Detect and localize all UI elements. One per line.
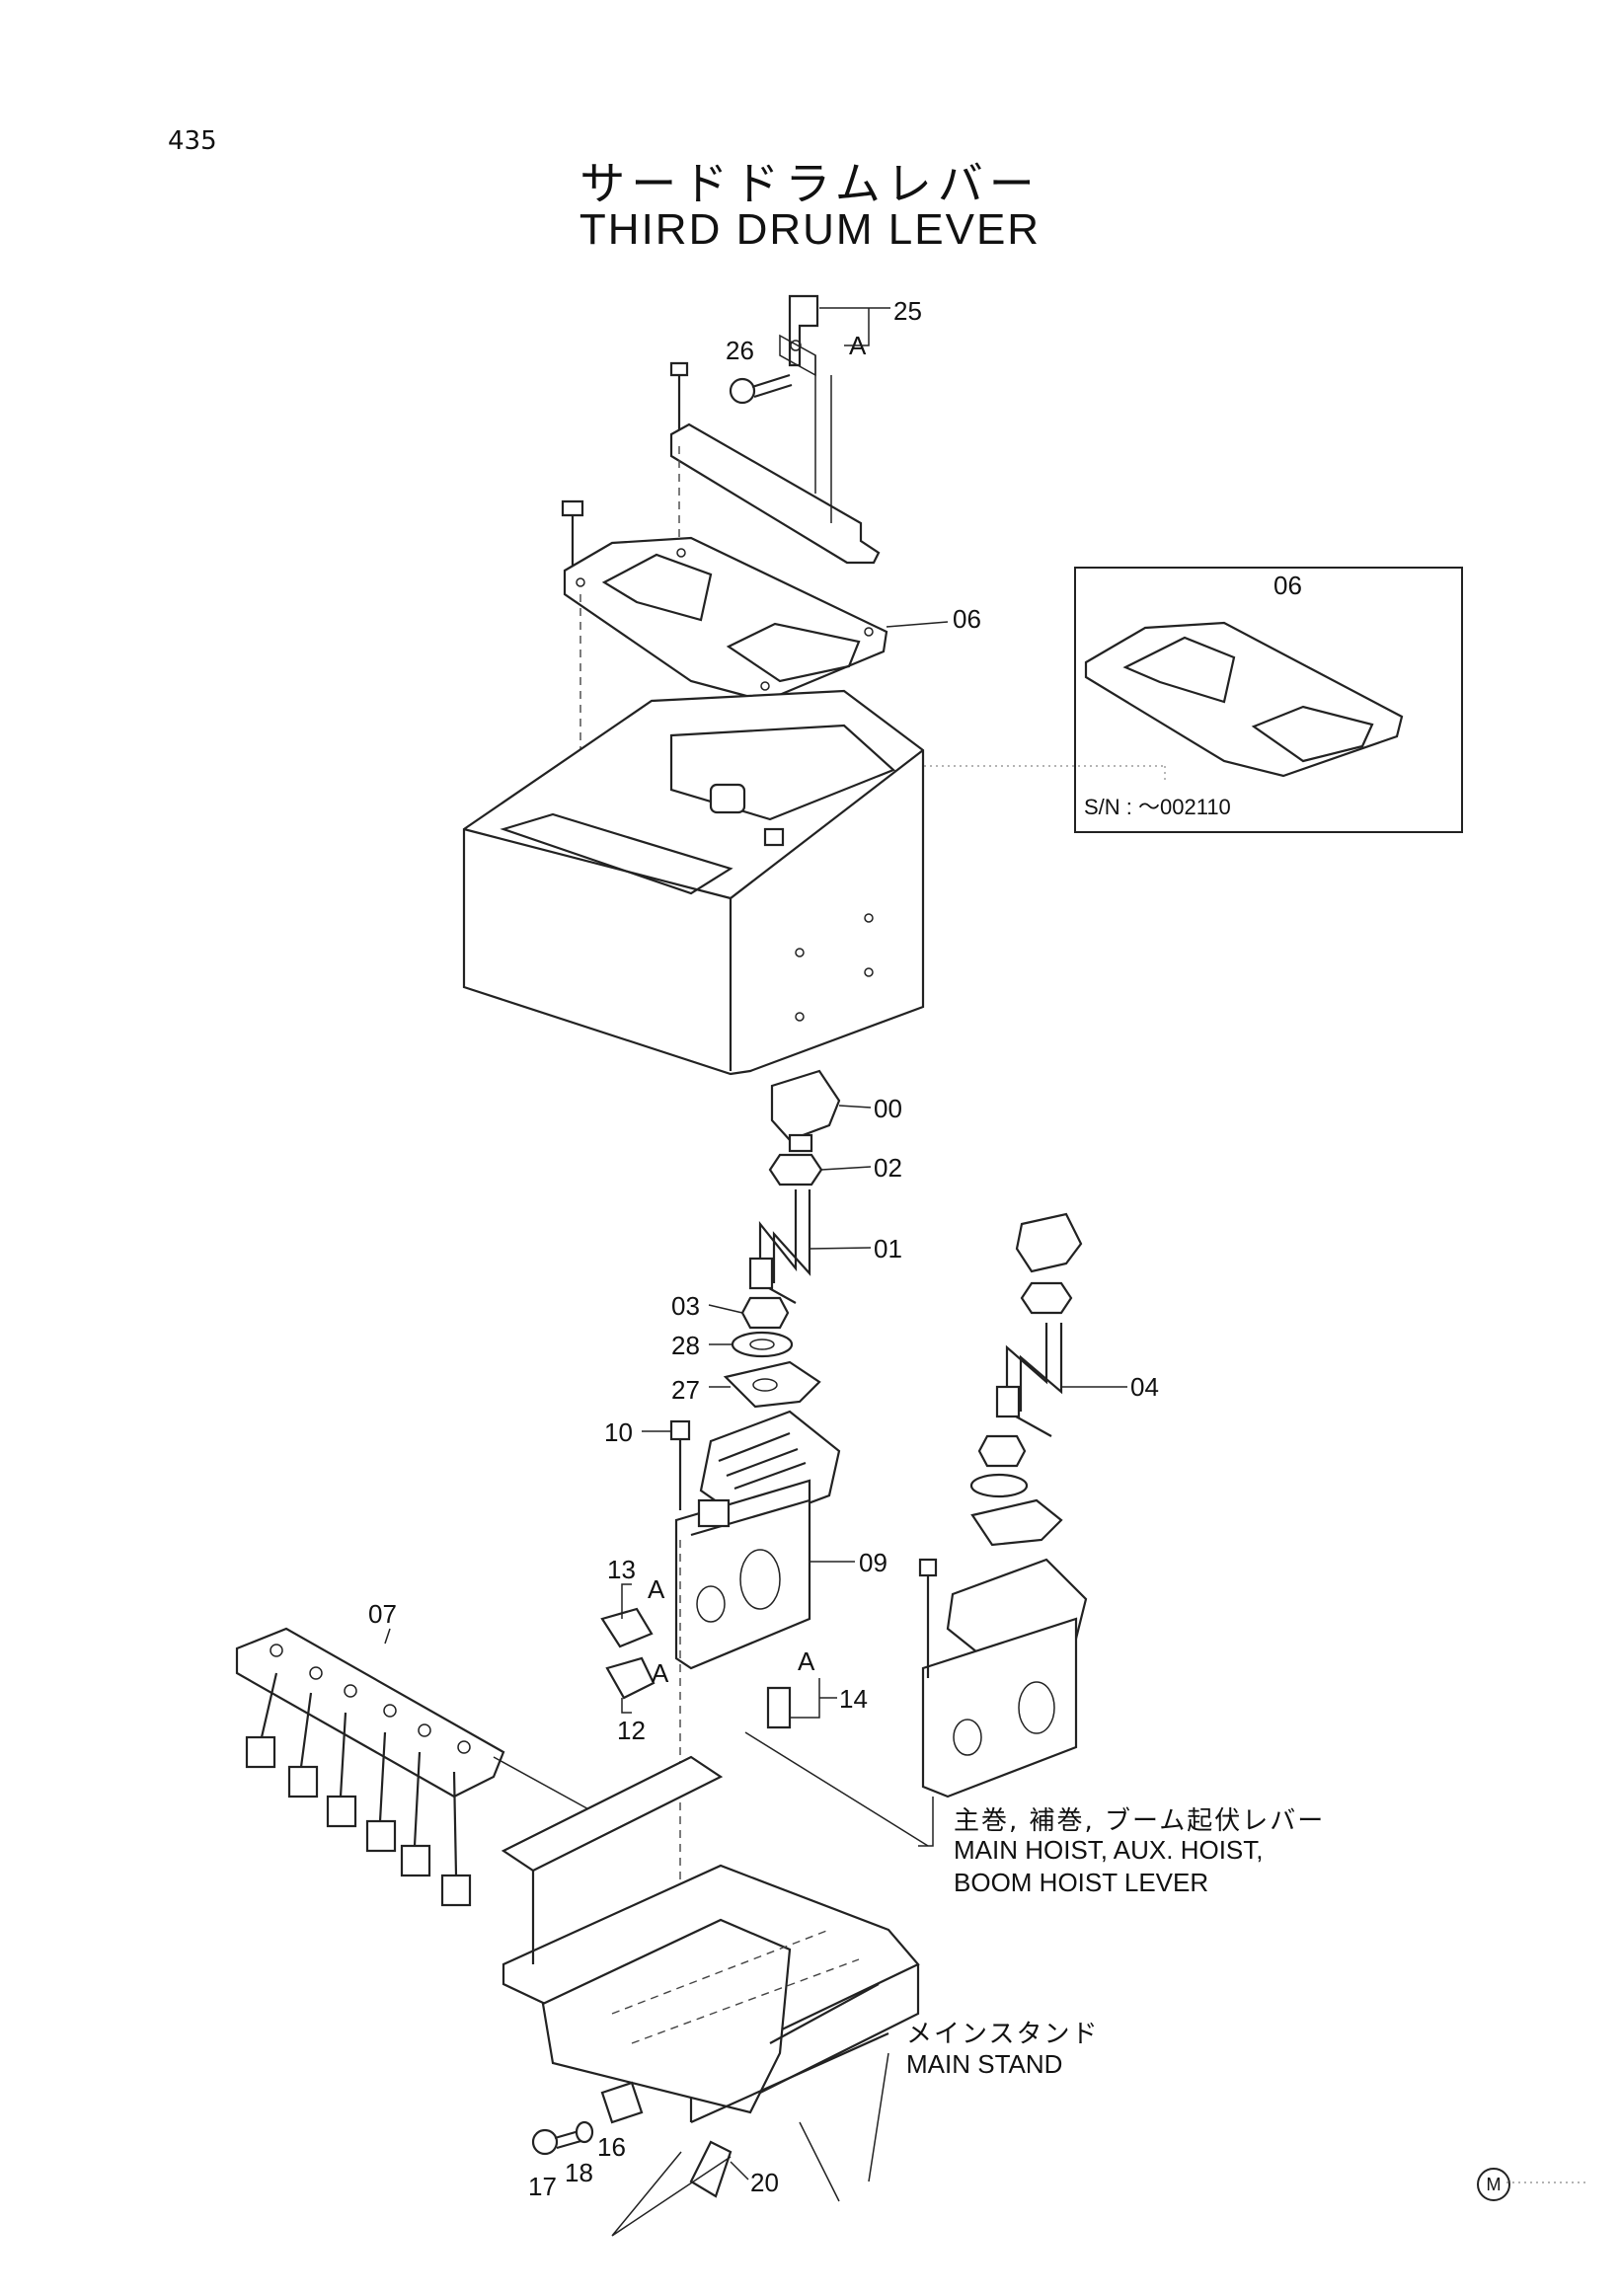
- note-stand-japanese: メインスタンド: [906, 2020, 1100, 2049]
- fitting-14: [766, 1678, 820, 1729]
- callout-28: 28: [671, 1331, 700, 1360]
- clamp-16: [600, 2081, 644, 2124]
- cover-plate-06: [563, 536, 888, 703]
- callout-17: 17: [528, 2172, 557, 2201]
- callout-06: 06: [953, 604, 981, 634]
- callout-00: 00: [874, 1094, 902, 1123]
- callout-09: 09: [859, 1548, 887, 1577]
- knob-00: [770, 1069, 841, 1153]
- callout-A-3: A: [798, 1646, 815, 1676]
- page-number: 435: [168, 126, 217, 156]
- callout-A-1: A: [648, 1574, 665, 1604]
- note-levers-english-line1: MAIN HOIST, AUX. HOIST,: [954, 1835, 1264, 1865]
- note-levers-english-line2: BOOM HOIST LEVER: [954, 1868, 1209, 1897]
- lever-assembly-04: [918, 1212, 1088, 1799]
- callout-16: 16: [597, 2132, 626, 2162]
- inset-box: 06 S/N : ～002110: [1074, 567, 1463, 833]
- callout-07: 07: [368, 1599, 397, 1629]
- title-english: THIRD DRUM LEVER: [579, 205, 1041, 254]
- callout-03: 03: [671, 1291, 700, 1321]
- callout-12: 12: [617, 1716, 646, 1745]
- lever-01: [748, 1189, 811, 1304]
- callout-A-2: A: [652, 1658, 669, 1688]
- note-levers-japanese: 主巻, 補巻, ブーム起伏レバー: [954, 1806, 1326, 1836]
- callout-27: 27: [671, 1375, 700, 1405]
- footer-mark: M: [1477, 2168, 1510, 2201]
- title-japanese: サードドラムレバー: [579, 157, 1041, 210]
- inset-callout-06: 06: [1273, 571, 1302, 600]
- console-base: [462, 689, 925, 1076]
- callout-26: 26: [726, 336, 754, 365]
- pilot-valve-09: [674, 1410, 841, 1670]
- callout-13: 13: [607, 1555, 636, 1584]
- main-stand: [501, 1755, 920, 2202]
- washer-18: [575, 2120, 594, 2144]
- note-stand-english: MAIN STAND: [906, 2049, 1063, 2079]
- callout-25: 25: [893, 296, 922, 326]
- callout-20: 20: [750, 2168, 779, 2197]
- plate-27: [723, 1360, 821, 1409]
- bolt-10: [669, 1419, 691, 1510]
- fitting-12: [605, 1656, 656, 1700]
- callout-01: 01: [874, 1234, 902, 1263]
- callout-10: 10: [604, 1417, 633, 1447]
- callout-02: 02: [874, 1153, 902, 1183]
- mounting-rail: [669, 422, 881, 565]
- fitting-13: [600, 1607, 654, 1648]
- callout-04: 04: [1130, 1372, 1159, 1402]
- callout-14: 14: [839, 1684, 868, 1714]
- harness-07: [235, 1627, 505, 1907]
- callout-18: 18: [565, 2158, 593, 2187]
- serial-number-label: S/N : ～002110: [1084, 795, 1231, 819]
- nut-02: [768, 1153, 823, 1186]
- inset-plate-06: [1084, 621, 1404, 778]
- bolt-26: [729, 373, 793, 405]
